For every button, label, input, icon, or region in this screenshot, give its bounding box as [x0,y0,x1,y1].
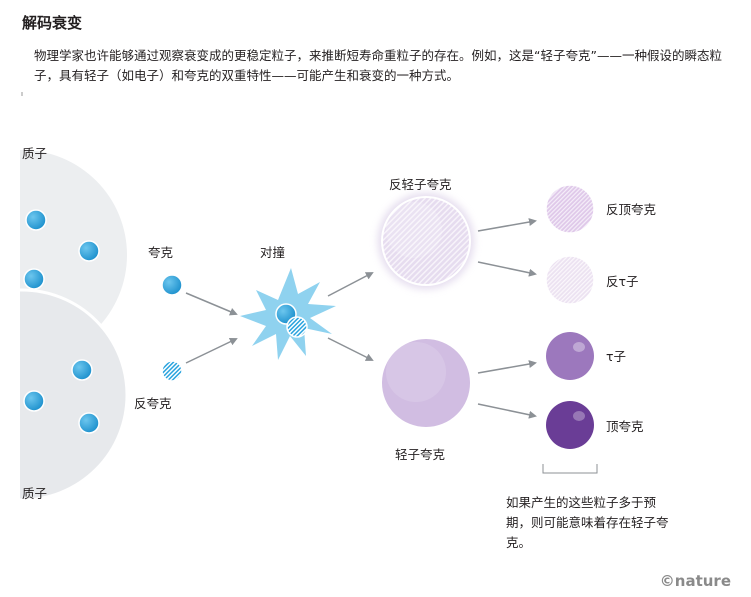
note-line-2: 期，则可能意味着存在轻子夸 [506,515,669,530]
note-line-1: 如果产生的这些粒子多于预 [506,495,656,510]
anti-tau [545,255,595,305]
page-title: 解码衰变 [22,14,83,32]
label-proton-bottom: 质子 [22,486,47,501]
arrow-antiquark-to-collision [185,337,238,364]
collision-antiquark [286,316,308,338]
tau-highlight [573,342,585,352]
label-anti-leptoquark: 反轻子夸克 [389,177,452,192]
label-anti-top-quark: 反顶夸克 [606,202,656,217]
arrow-collision-to-anti-leptoquark [327,272,374,297]
proton-top-quarks [23,209,100,290]
intro-text: 物理学家也许能够通过观察衰变成的更稳定粒子，来推断短寿命重粒子的存在。例如，这是… [34,48,722,83]
label-antiquark: 反夸克 [134,396,172,411]
leptoquark [380,337,472,429]
quark-dot [23,268,45,290]
label-collision: 对撞 [260,245,285,260]
tau [546,332,594,380]
arrow-quark-to-collision [185,292,238,316]
arrow-to-top [477,403,537,419]
arrow-to-anti-tau [477,261,537,277]
nature-credit: ©nature [659,572,731,590]
bracket [542,464,598,474]
arrow-collision-to-leptoquark [327,337,374,361]
top-quark [546,401,594,449]
anti-leptoquark-highlight [386,202,442,258]
proton-bottom [20,288,129,502]
quark-particle [161,274,183,296]
label-leptoquark: 轻子夸克 [395,447,445,462]
label-tau: τ子 [606,349,626,364]
quark-dot [25,209,47,231]
quark-dot [71,359,93,381]
label-anti-tau: 反τ子 [606,274,639,289]
label-quark: 夸克 [148,245,173,260]
anti-leptoquark [381,196,471,286]
arrow-to-anti-top [477,218,537,232]
quark-dot [78,412,100,434]
quark-dot [23,390,45,412]
anti-top-quark [545,184,595,234]
label-proton-top: 质子 [22,146,47,161]
label-top-quark: 顶夸克 [606,419,644,434]
quark-dot [78,240,100,262]
top-quark-highlight [573,411,585,421]
note-line-3: 克。 [506,535,531,550]
arrow-to-tau [477,360,537,374]
antiquark-particle [161,360,183,382]
leptoquark-highlight [386,342,446,402]
proton-bottom-quarks [23,359,100,434]
